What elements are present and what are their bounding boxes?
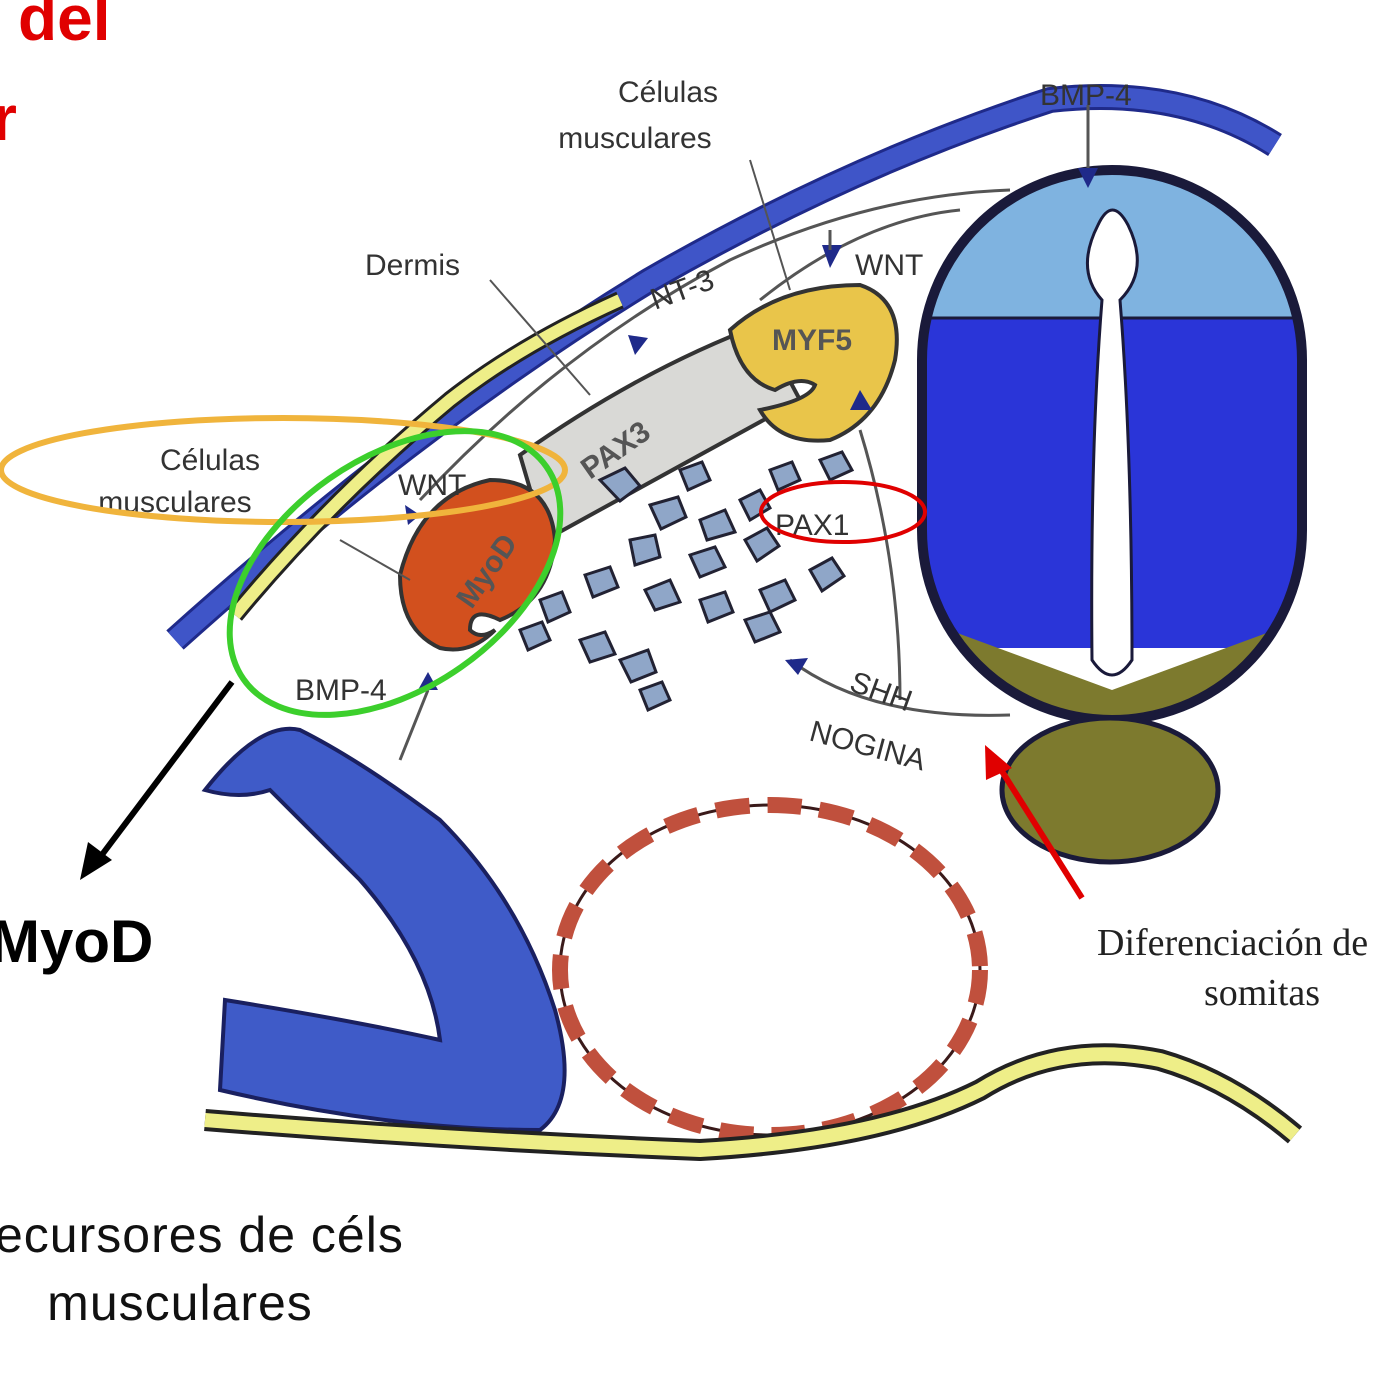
label-myf5: MYF5 (772, 324, 852, 357)
annotation-diferenciacion-1: Diferenciación de (1097, 922, 1368, 964)
highlight-myod-green (226, 428, 564, 718)
notochord (999, 715, 1221, 865)
lateral-mesoderm (201, 726, 567, 1133)
label-shh: SHH (846, 666, 917, 719)
label-celulas-top-1: Células (618, 76, 718, 109)
label-nogina: NOGINA (806, 715, 929, 778)
label-celulas-top-2: musculares (558, 122, 711, 155)
caption-line-2: musculares (47, 1275, 313, 1331)
caption-line-1: ecursores de céls (0, 1207, 404, 1263)
title-fragment-1: del (18, 0, 110, 54)
myod-pointer-arrow (89, 680, 235, 870)
neural-tube (917, 165, 1307, 725)
annotation-myod: MyoD (0, 908, 153, 975)
label-wnt-left: WNT (398, 469, 466, 502)
title-fragment-2: r (0, 82, 17, 154)
annotation-diferenciacion-2: somitas (1204, 972, 1320, 1014)
dorsal-aorta (552, 797, 988, 1143)
highlight-pax1-red (759, 480, 927, 544)
label-bmp4-bottom: BMP-4 (295, 674, 387, 707)
label-dermis: Dermis (365, 249, 460, 282)
myod-region (397, 477, 558, 652)
label-wnt-top: WNT (855, 249, 923, 282)
label-celulas-left-1: Células (160, 444, 260, 477)
diferenciacion-pointer-arrow (995, 763, 1085, 900)
label-pax1: PAX1 (775, 509, 850, 542)
sclerotome-cells (518, 450, 855, 713)
label-bmp4-top: BMP-4 (1040, 79, 1132, 112)
